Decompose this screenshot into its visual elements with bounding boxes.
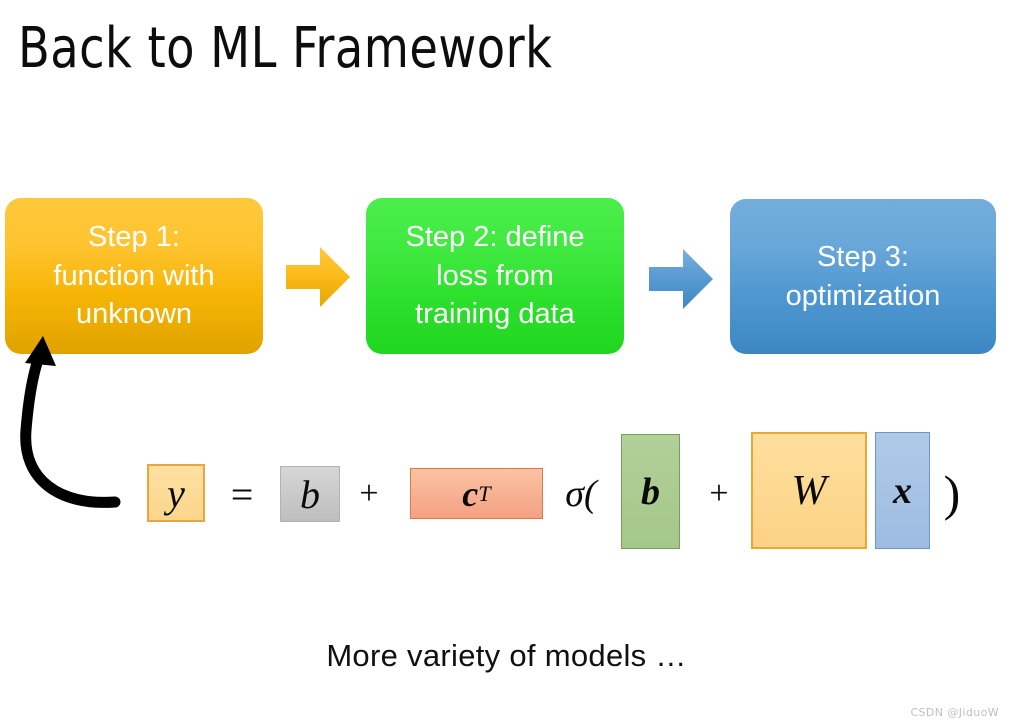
pipeline-step-1[interactable]: Step 1: function with unknown (5, 198, 263, 354)
pipeline-step-1-label: Step 1: function with unknown (53, 221, 215, 331)
equation-term-b-inner: b (621, 434, 680, 549)
slide-caption: More variety of models … (326, 638, 687, 673)
equation-operator-sigma-open-paren: σ( (565, 473, 597, 515)
right-block-arrow-icon-step1-step2 (286, 247, 350, 307)
equation-term-W-label: W (791, 467, 827, 514)
right-block-arrow-icon-step2-step3 (649, 249, 713, 309)
equation-term-b-inner-label: b (641, 470, 660, 513)
equation-operator-equals: = (230, 471, 254, 517)
page-title: Back to ML Framework (18, 16, 553, 81)
equation-term-y-label: y (167, 470, 185, 516)
equation-term-x: x (875, 432, 930, 549)
equation-operator-plus-1: + (359, 475, 379, 512)
pipeline-step-2[interactable]: Step 2: define loss from training data (366, 198, 624, 354)
equation-term-b-outer-label: b (300, 471, 320, 517)
pipeline-step-3-label: Step 3: optimization (785, 240, 941, 312)
equation-term-x-label: x (893, 469, 912, 512)
equation-term-c-superscript: T (478, 480, 491, 506)
equation-operator-close-paren: ) (943, 465, 961, 521)
pipeline-step-3[interactable]: Step 3: optimization (730, 199, 996, 354)
pipeline-step-2-label: Step 2: define loss from training data (405, 221, 585, 331)
equation-operator-plus-2: + (709, 475, 729, 512)
equation-term-c-label: c (462, 473, 479, 514)
equation-term-y: y (147, 464, 205, 522)
watermark: CSDN @JiduoW (910, 706, 999, 719)
equation-term-b-outer: b (280, 466, 340, 522)
equation-term-W: W (751, 432, 867, 549)
curved-up-arrow-icon (20, 336, 121, 508)
